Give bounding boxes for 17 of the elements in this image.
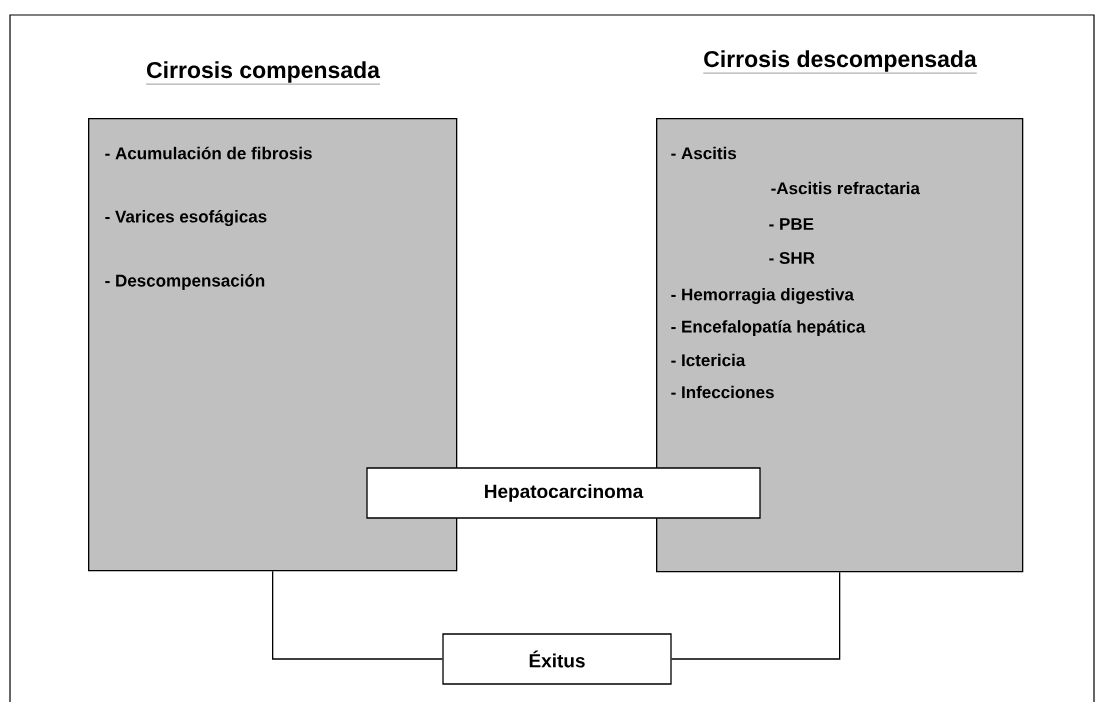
list-item: -Ascitis refractaria	[771, 181, 920, 195]
list-item: - SHR	[769, 252, 815, 264]
heading: Cirrosis descompensada	[703, 50, 977, 74]
list-item: - Ictericia	[671, 353, 746, 367]
connector-line	[272, 570, 443, 660]
outcome-box: Éxitus	[442, 633, 672, 685]
list-item: - Encefalopatía hepática	[671, 320, 866, 336]
heading: Cirrosis compensada	[145, 61, 381, 85]
connector-line	[671, 571, 841, 660]
list-item: - PBE	[769, 218, 814, 230]
list-item: - Hemorragia digestiva	[671, 288, 854, 304]
list-item: - Descompensación	[105, 274, 265, 290]
list-item: - Acumulación de fibrosis	[105, 146, 312, 160]
outcome-box: Hepatocarcinoma	[366, 467, 761, 519]
list-item: - Varices esofágicas	[105, 209, 267, 227]
list-item: - Ascitis	[671, 146, 737, 160]
list-item: - Infecciones	[671, 385, 774, 399]
